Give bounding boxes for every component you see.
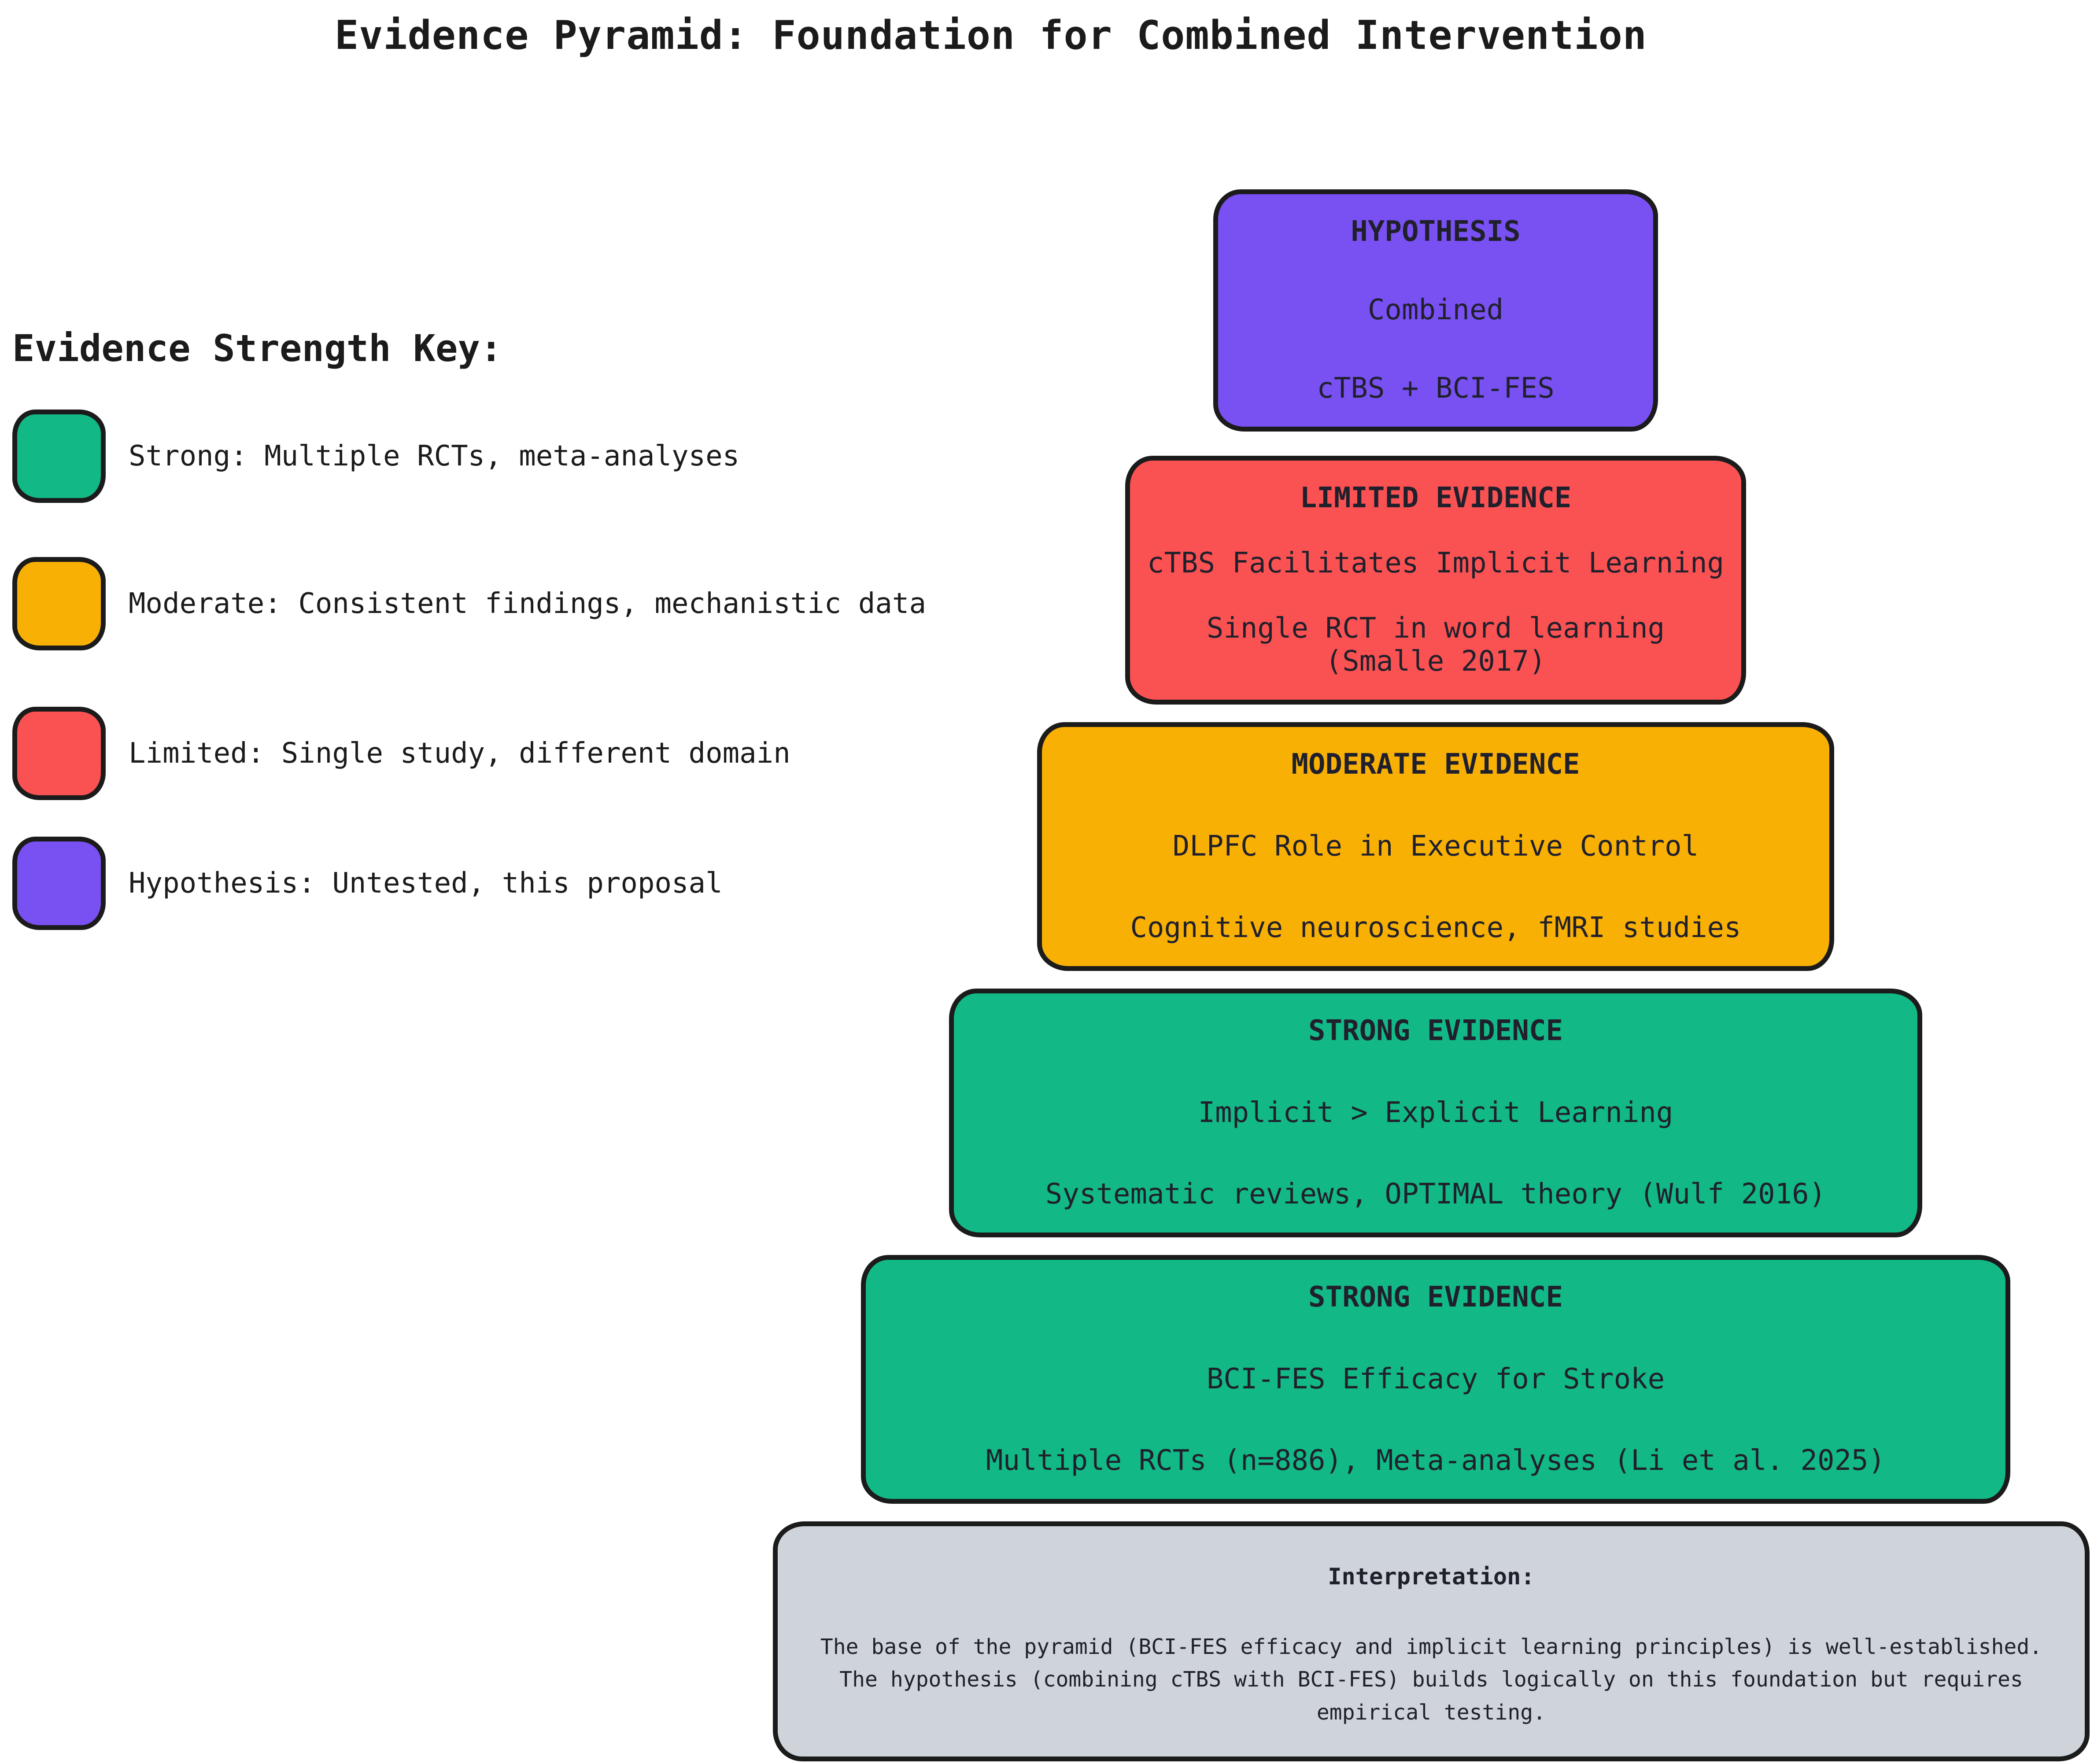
level-source: Cognitive neuroscience, fMRI studies: [1130, 912, 1741, 945]
level-heading: MODERATE EVIDENCE: [1291, 748, 1580, 781]
pyramid-level-strong-evidence-implicit: STRONG EVIDENCE Implicit > Explicit Lear…: [949, 989, 1922, 1237]
level-heading: HYPOTHESIS: [1351, 215, 1521, 248]
pyramid-level-limited-evidence: LIMITED EVIDENCE cTBS Facilitates Implic…: [1125, 456, 1746, 705]
level-source: Systematic reviews, OPTIMAL theory (Wulf…: [1045, 1178, 1826, 1211]
interpretation-heading: Interpretation:: [1328, 1564, 1535, 1590]
level-heading: LIMITED EVIDENCE: [1300, 482, 1572, 514]
moderate-color-swatch: [12, 557, 106, 650]
level-claim: DLPFC Role in Executive Control: [1172, 830, 1699, 863]
interpretation-body: The base of the pyramid (BCI-FES efficac…: [820, 1635, 2042, 1725]
pyramid-level-hypothesis: HYPOTHESIS Combined cTBS + BCI-FES: [1213, 189, 1658, 432]
legend-item-limited: Limited: Single study, different domain: [12, 707, 790, 800]
page-title: Evidence Pyramid: Foundation for Combine…: [335, 12, 1647, 59]
level-claim: BCI-FES Efficacy for Stroke: [1206, 1362, 1665, 1395]
level-claim: Combined: [1367, 294, 1504, 327]
pyramid-level-moderate-evidence: MODERATE EVIDENCE DLPFC Role in Executiv…: [1037, 722, 1834, 971]
legend-item-label: Limited: Single study, different domain: [129, 737, 790, 770]
legend-item-label: Moderate: Consistent findings, mechanist…: [129, 587, 926, 620]
level-source: Multiple RCTs (n=886), Meta-analyses (Li…: [986, 1444, 1886, 1477]
legend-heading: Evidence Strength Key:: [12, 327, 502, 370]
legend-item-label: Strong: Multiple RCTs, meta-analyses: [129, 440, 740, 472]
hypothesis-color-swatch: [12, 837, 106, 930]
legend-item-label: Hypothesis: Untested, this proposal: [129, 867, 723, 900]
interpretation-box: Interpretation: The base of the pyramid …: [773, 1521, 2090, 1761]
level-source: Single RCT in word learning (Smalle 2017…: [1206, 612, 1665, 678]
level-claim: cTBS Facilitates Implicit Learning: [1147, 546, 1725, 579]
legend-item-hypothesis: Hypothesis: Untested, this proposal: [12, 837, 723, 930]
strong-color-swatch: [12, 410, 106, 503]
limited-color-swatch: [12, 707, 106, 800]
level-source: cTBS + BCI-FES: [1317, 372, 1555, 405]
level-claim: Implicit > Explicit Learning: [1198, 1096, 1673, 1129]
level-heading: STRONG EVIDENCE: [1308, 1281, 1563, 1314]
level-heading: STRONG EVIDENCE: [1308, 1015, 1563, 1047]
legend-item-strong: Strong: Multiple RCTs, meta-analyses: [12, 410, 739, 503]
legend-item-moderate: Moderate: Consistent findings, mechanist…: [12, 557, 926, 650]
pyramid-level-strong-evidence-bcifes: STRONG EVIDENCE BCI-FES Efficacy for Str…: [861, 1255, 2010, 1504]
